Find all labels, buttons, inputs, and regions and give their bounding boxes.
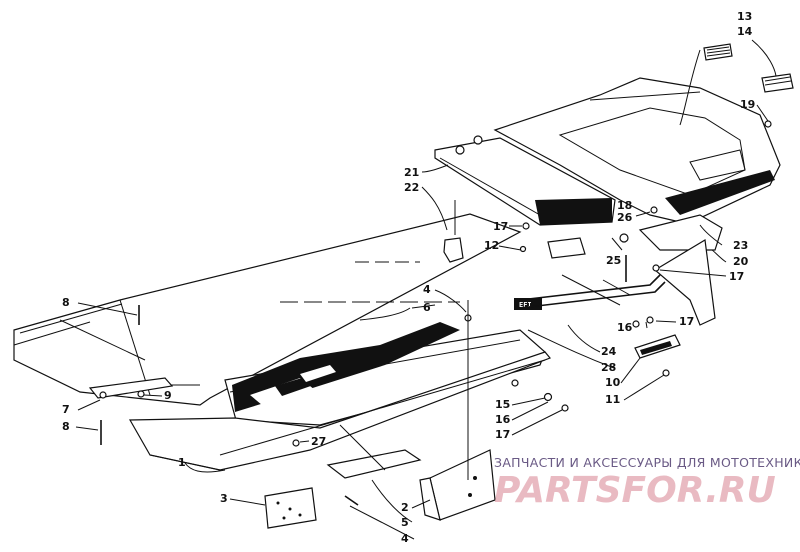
alignment-lines [280, 261, 631, 471]
callout-24: 24 [601, 345, 617, 358]
hitch-bracket [419, 449, 496, 521]
reflector-leader-upper [679, 49, 701, 126]
brace-bracket [547, 237, 586, 259]
callout-20: 20 [733, 255, 749, 268]
callout-17-seat: 17 [493, 220, 508, 233]
reflector-lower [761, 73, 794, 93]
callout-1: 1 [178, 456, 186, 469]
callout-labels: 1 2 3 4 4 5 6 7 8 8 9 10 11 12 13 14 15 … [62, 10, 755, 545]
rear-cover-plate [638, 214, 723, 251]
callout-15: 15 [495, 398, 510, 411]
callout-5: 5 [401, 516, 409, 529]
callout-13: 13 [737, 10, 752, 23]
tunnel-panel [13, 213, 522, 406]
leader-lines [75, 104, 769, 540]
efi-decal-text: EFI [519, 301, 532, 309]
callout-25: 25 [606, 254, 621, 267]
callout-19: 19 [740, 98, 755, 111]
watermark-caption: ЗАПЧАСТИ И АКСЕССУАРЫ ДЛЯ МОТОТЕХНИКИ [494, 455, 800, 470]
callout-10: 10 [605, 376, 621, 389]
callout-6: 6 [423, 301, 431, 314]
callout-4-upper: 4 [423, 283, 431, 296]
reflector-leader-lower [751, 39, 777, 77]
callout-16-lower: 16 [495, 413, 511, 426]
lower-floor-plate [128, 351, 551, 471]
seat-base [434, 135, 616, 226]
runner-plate [326, 449, 422, 479]
callout-23: 23 [733, 239, 748, 252]
callout-2: 2 [401, 501, 409, 514]
side-decal [232, 322, 460, 412]
hardware [100, 120, 772, 506]
callout-27: 27 [311, 435, 326, 448]
reflector-upper [703, 43, 733, 61]
callout-26: 26 [617, 211, 633, 224]
callout-18: 18 [617, 199, 632, 212]
callout-14: 14 [737, 25, 753, 38]
callout-17-lower: 17 [495, 428, 510, 441]
watermark-logo: PARTSFOR.RU [494, 470, 776, 511]
callout-17-light: 17 [679, 315, 694, 328]
callout-11: 11 [605, 393, 620, 406]
callout-3: 3 [220, 492, 228, 505]
cap-part [443, 237, 464, 263]
rear-frame [493, 77, 781, 223]
callout-17-rear: 17 [729, 270, 744, 283]
callout-21: 21 [404, 166, 419, 179]
rear-bumper-bar [88, 377, 174, 399]
callout-22: 22 [404, 181, 419, 194]
callout-7: 7 [62, 403, 70, 416]
tube-rail [519, 274, 666, 309]
callout-28: 28 [601, 361, 616, 374]
callout-16-right: 16 [617, 321, 633, 334]
tail-light [634, 334, 681, 359]
callout-9: 9 [164, 389, 172, 402]
callout-8-upper: 8 [62, 296, 70, 309]
callout-4-lower: 4 [401, 532, 409, 545]
callout-8-lower: 8 [62, 420, 70, 433]
rear-flap [653, 239, 716, 326]
watermark: ЗАПЧАСТИ И АКСЕССУАРЫ ДЛЯ МОТОТЕХНИКИ PA… [494, 455, 800, 511]
mounting-plate [264, 487, 317, 529]
callout-12: 12 [484, 239, 499, 252]
